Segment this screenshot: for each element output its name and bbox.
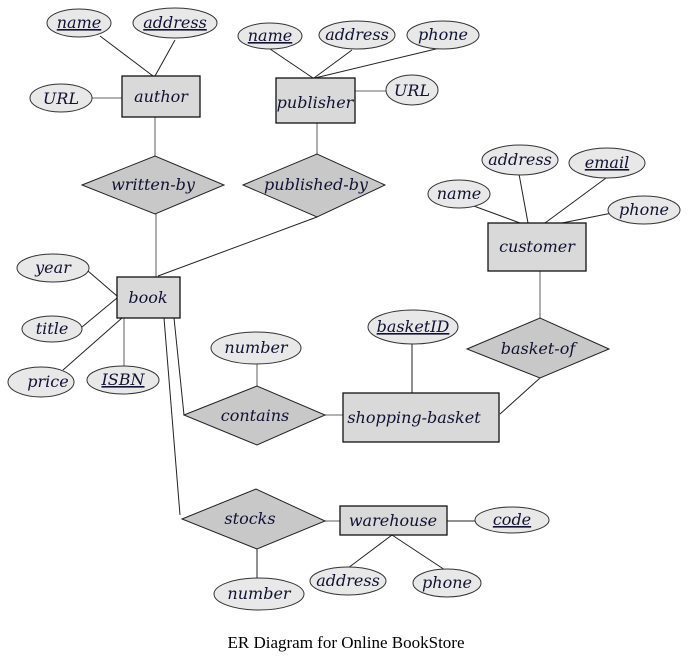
line-book-title (81, 297, 118, 328)
entity-author[interactable]: author (121, 75, 201, 118)
relationship-published-by[interactable]: published-by (241, 153, 387, 218)
attribute-author-address-label: address (143, 13, 207, 32)
line-warehouse-address (347, 534, 393, 569)
line-author-name (99, 35, 154, 77)
attribute-customer-name-label: name (437, 184, 481, 203)
attribute-publisher-phone[interactable]: phone (406, 20, 480, 50)
attribute-customer-phone[interactable]: phone (607, 195, 681, 225)
entity-author-label: author (134, 87, 189, 106)
line-publisher-name (269, 48, 314, 79)
attribute-publisher-name-label: name (248, 26, 292, 45)
attribute-author-name[interactable]: name (46, 8, 112, 38)
relationship-contains[interactable]: contains (182, 385, 327, 446)
attribute-book-title[interactable]: title (21, 315, 83, 343)
line-publishedby-book (157, 216, 318, 277)
attribute-book-year-label: year (34, 258, 72, 277)
relationship-stocks-label: stocks (224, 509, 275, 528)
attribute-book-title-label: title (36, 319, 69, 338)
attribute-book-price[interactable]: price (7, 366, 75, 398)
attribute-publisher-name[interactable]: name (237, 22, 303, 50)
attribute-customer-address[interactable]: address (481, 144, 559, 176)
entity-warehouse-label: warehouse (349, 511, 437, 530)
line-publisher-phone (314, 47, 441, 79)
attribute-stocks-number-label: number (227, 584, 291, 603)
attribute-author-url[interactable]: URL (29, 83, 93, 113)
line-customer-phone (561, 212, 613, 224)
entity-customer[interactable]: customer (487, 222, 587, 272)
line-warehouse-phone (391, 534, 446, 571)
line-basketof-basket (499, 377, 541, 415)
attribute-customer-phone-label: phone (619, 200, 669, 219)
attribute-warehouse-phone-label: phone (422, 573, 472, 592)
attribute-author-url-label: URL (43, 89, 79, 108)
line-book-price (62, 317, 123, 371)
attribute-publisher-phone-label: phone (418, 25, 468, 44)
entity-publisher-label: publisher (277, 93, 355, 112)
attribute-publisher-url-label: URL (394, 81, 430, 100)
attribute-book-year[interactable]: year (16, 253, 90, 283)
attribute-publisher-address-label: address (325, 25, 389, 44)
relationship-written-by-label: written-by (111, 175, 196, 194)
attribute-author-address[interactable]: address (132, 7, 218, 39)
attribute-basket-id[interactable]: basketID (367, 309, 459, 345)
attribute-book-isbn-label: ISBN (100, 370, 145, 389)
entity-publisher[interactable]: publisher (275, 77, 356, 124)
attribute-contains-number[interactable]: number (210, 331, 302, 365)
attribute-stocks-number[interactable]: number (213, 577, 305, 611)
attribute-basket-id-label: basketID (377, 317, 450, 336)
attribute-warehouse-address-label: address (316, 571, 380, 590)
line-book-stocks-1 (163, 317, 181, 516)
entity-book-label: book (128, 288, 167, 307)
diagram-caption: ER Diagram for Online BookStore (227, 633, 464, 652)
attribute-contains-number-label: number (224, 338, 288, 357)
line-book-contains-1 (173, 317, 185, 416)
attribute-author-name-label: name (57, 13, 101, 32)
relationship-stocks[interactable]: stocks (180, 488, 327, 550)
relationship-published-by-label: published-by (264, 175, 369, 194)
attribute-warehouse-phone[interactable]: phone (412, 568, 482, 598)
attribute-publisher-url[interactable]: URL (385, 74, 439, 106)
relationship-basket-of-label: basket-of (501, 339, 579, 358)
attribute-customer-name[interactable]: name (427, 179, 491, 209)
attribute-customer-address-label: address (488, 150, 552, 169)
attribute-warehouse-code[interactable]: code (474, 506, 550, 534)
attribute-customer-email-label: email (585, 153, 629, 172)
attribute-book-price-label: price (27, 372, 68, 391)
entity-customer-label: customer (499, 237, 576, 256)
relationship-contains-label: contains (221, 406, 290, 425)
line-publisher-address (313, 49, 353, 79)
line-customer-name (470, 204, 521, 224)
line-book-year (87, 270, 118, 297)
attribute-customer-email[interactable]: email (568, 147, 646, 179)
attribute-book-isbn[interactable]: ISBN (86, 365, 160, 395)
relationship-written-by[interactable]: written-by (80, 155, 226, 215)
attribute-warehouse-address[interactable]: address (309, 566, 387, 596)
attribute-warehouse-code-label: code (493, 510, 531, 529)
entity-shopping-basket-label: shopping-basket (347, 408, 481, 427)
connectors (62, 35, 613, 578)
entity-shopping-basket[interactable]: shopping-basket (342, 392, 500, 443)
attribute-publisher-address[interactable]: address (318, 20, 396, 50)
entity-book[interactable]: book (116, 276, 181, 319)
line-author-address (154, 39, 176, 77)
relationship-basket-of[interactable]: basket-of (465, 317, 611, 379)
entity-warehouse[interactable]: warehouse (339, 505, 448, 536)
line-customer-email (544, 177, 607, 224)
line-customer-address (518, 173, 529, 224)
